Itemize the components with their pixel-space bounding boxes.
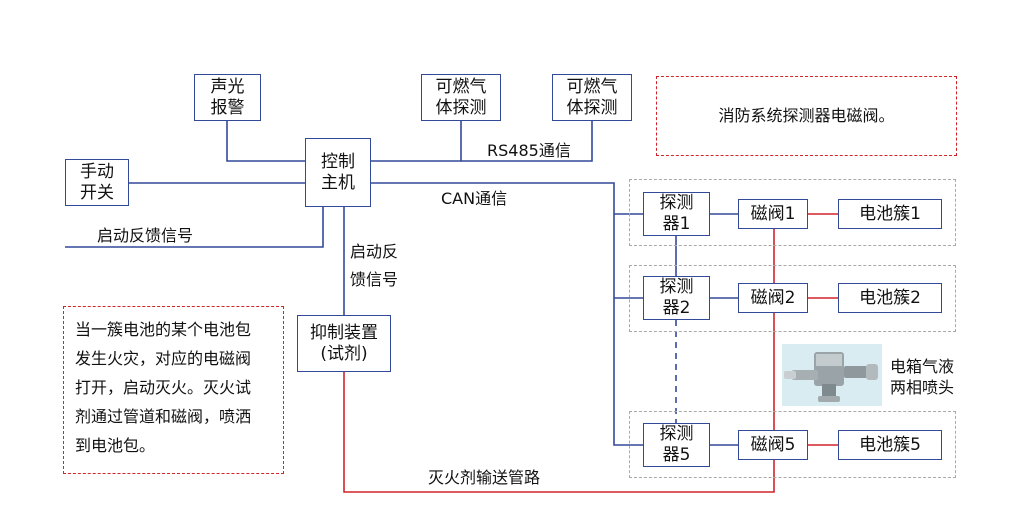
detector-box-1: 探测 器1 — [643, 192, 710, 236]
gas-detector-box-1: 可燃气 体探测 — [421, 74, 501, 121]
valve-box-1: 磁阀1 — [738, 199, 808, 229]
nozzle-label: 电箱气液 两相喷头 — [890, 357, 955, 397]
pipe-label: 灭火剂输送管路 — [428, 468, 541, 487]
can-label: CAN通信 — [441, 189, 508, 208]
cluster-group-2 — [629, 265, 956, 332]
alarm-box: 声光 报警 — [194, 74, 261, 121]
feedback-left-line — [65, 207, 324, 248]
alarm-link — [226, 121, 305, 162]
legend-note-box: 消防系统探测器电磁阀。 — [656, 76, 957, 156]
battery-cluster-box-5: 电池簇5 — [838, 430, 942, 460]
description-note-box: 当一簇电池的某个电池包 发生火灾，对应的电磁阀 打开，启动灭火。灭火试 剂通过管… — [63, 306, 284, 474]
battery-cluster-box-2: 电池簇2 — [838, 283, 942, 313]
spray-nozzle-photo — [782, 344, 882, 406]
legend-note-text: 消防系统探测器电磁阀。 — [718, 106, 895, 125]
manual-switch-box: 手动 开关 — [65, 159, 129, 206]
can-bus-line — [371, 182, 643, 446]
valve-box-2: 磁阀2 — [738, 283, 808, 313]
control-host-box: 控制 主机 — [305, 138, 371, 207]
valve-box-5: 磁阀5 — [738, 430, 808, 460]
feedback-down-label: 启动反 馈信号 — [350, 242, 399, 289]
rs485-link — [461, 121, 593, 162]
spray-nozzle-icon — [782, 344, 882, 406]
cluster-group-1 — [629, 179, 956, 246]
cluster-group-5 — [629, 411, 956, 478]
detector-box-2: 探测 器2 — [643, 276, 710, 320]
description-note-text: 当一簇电池的某个电池包 发生火灾，对应的电磁阀 打开，启动灭火。灭火试 剂通过管… — [75, 320, 252, 455]
suppression-device-box: 抑制装置 (试剂) — [297, 315, 391, 372]
rs485-label: RS485通信 — [487, 141, 571, 160]
battery-cluster-box-1: 电池簇1 — [838, 199, 942, 229]
gas-detector-box-2: 可燃气 体探测 — [552, 74, 632, 121]
gas1-link — [371, 121, 462, 162]
pipe-line — [343, 229, 775, 493]
detector-box-5: 探测 器5 — [643, 423, 710, 467]
feedback-left-label: 启动反馈信号 — [97, 226, 194, 245]
